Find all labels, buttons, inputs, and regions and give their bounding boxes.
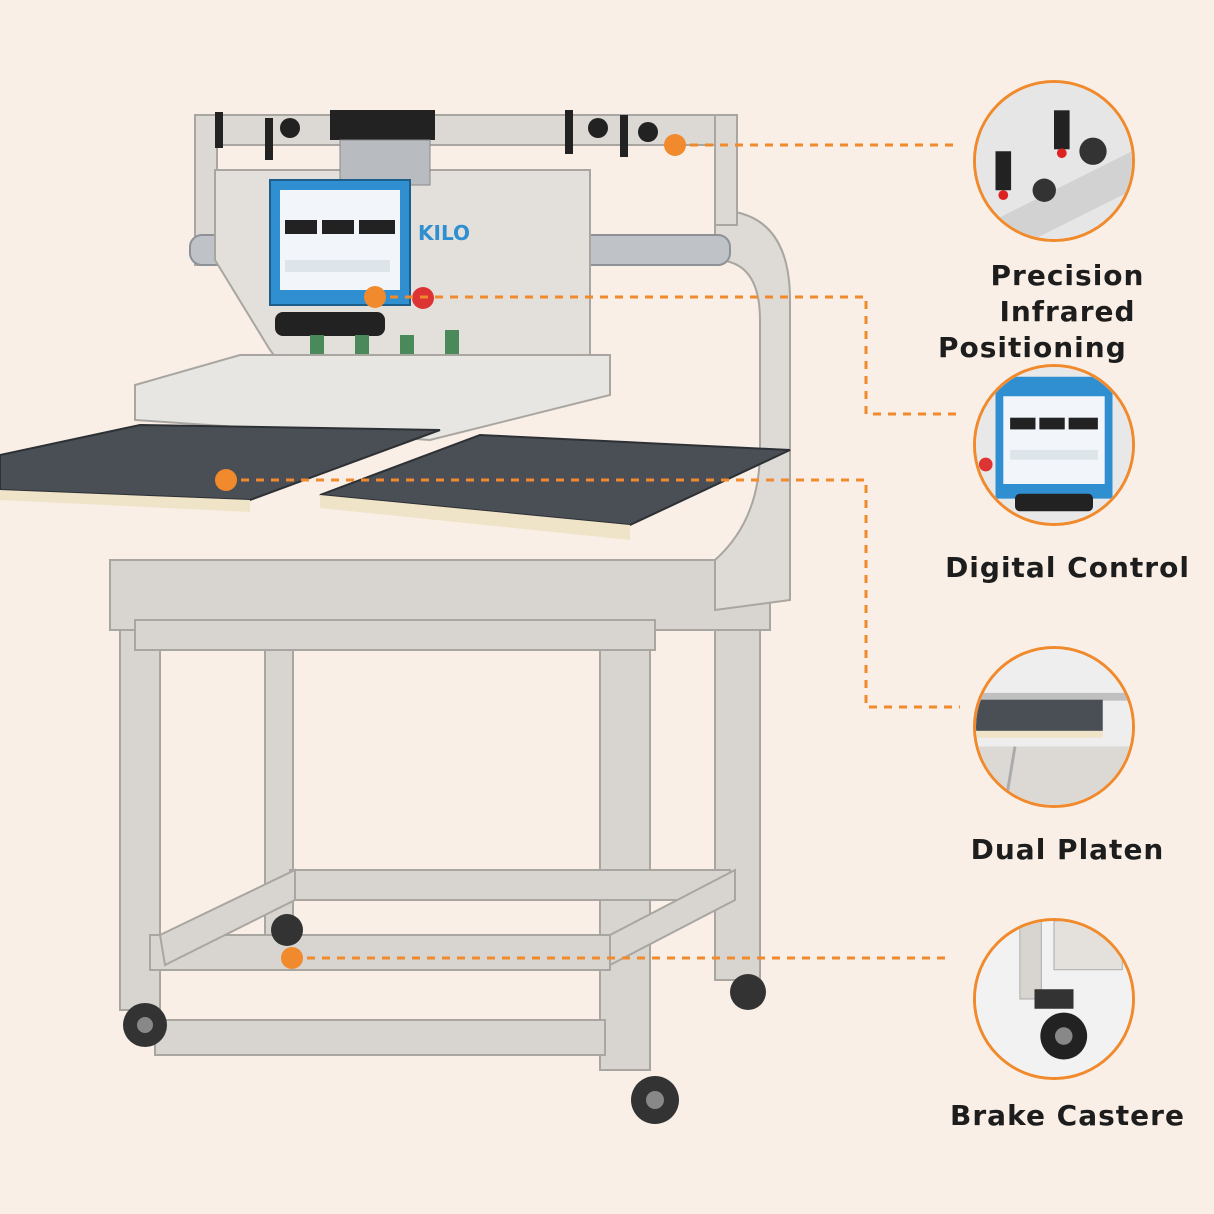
feature-label-infrared: Precision Infrared Positioning xyxy=(930,258,1205,366)
infrared-laser-icon xyxy=(976,83,1132,239)
callout-dots xyxy=(215,134,686,969)
stand-frame xyxy=(109,559,771,1071)
feature-thumb-dual-platen xyxy=(973,646,1135,808)
caster-wheel-icon xyxy=(976,921,1132,1077)
feature-label-line1: Precision Infrared xyxy=(990,259,1145,328)
side-arm xyxy=(714,208,791,612)
feature-label-dual-platen: Dual Platen xyxy=(970,833,1165,866)
feature-thumb-brake-caster xyxy=(973,918,1135,1080)
caster-wheels xyxy=(123,914,766,1124)
feature-label-brake-caster: Brake Castere xyxy=(950,1099,1185,1132)
upper-platen xyxy=(134,354,611,442)
feature-thumb-infrared xyxy=(973,80,1135,242)
feature-label-line2: Positioning xyxy=(938,331,1127,364)
press-handle xyxy=(275,312,385,336)
right-platen xyxy=(319,433,791,527)
laser-modules xyxy=(215,110,658,160)
feature-thumb-digital-control xyxy=(973,364,1135,526)
callout-lines xyxy=(226,143,960,960)
platen-icon xyxy=(976,649,1132,805)
feature-label-digital-control: Digital Control xyxy=(945,551,1190,584)
control-panel xyxy=(269,179,411,306)
brand-logo: KILO xyxy=(418,221,470,245)
left-platen xyxy=(0,423,441,502)
control-panel-icon xyxy=(976,367,1132,523)
